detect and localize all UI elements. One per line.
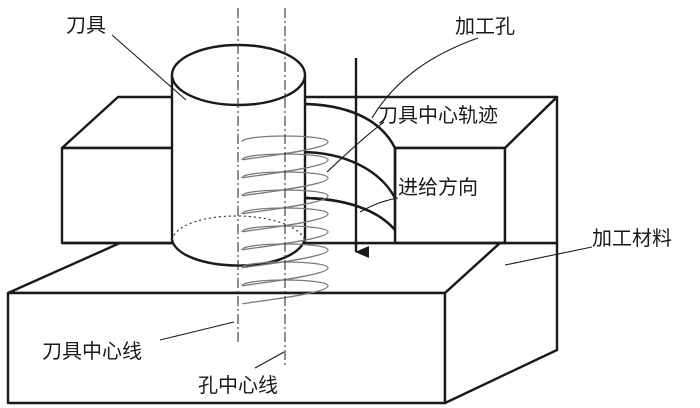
helix-turn bbox=[241, 243, 329, 269]
helix-turn bbox=[241, 135, 329, 161]
helix-turn bbox=[241, 153, 329, 179]
helix-turn bbox=[241, 171, 329, 197]
label-hole-center-line: 孔中心线 bbox=[198, 373, 278, 397]
tool-bottom-hidden-edge bbox=[171, 215, 306, 241]
label-feed-direction: 进给方向 bbox=[398, 175, 478, 199]
helix-turn bbox=[241, 207, 329, 233]
helix-turn bbox=[241, 189, 329, 215]
label-tool: 刀具 bbox=[66, 13, 106, 37]
helix-turn bbox=[241, 261, 329, 287]
label-tool-center-line: 刀具中心线 bbox=[42, 339, 142, 363]
helix-turn bbox=[241, 279, 329, 305]
helix-turn bbox=[241, 225, 329, 251]
base-right-face bbox=[443, 241, 559, 405]
label-workpiece-material: 加工材料 bbox=[592, 226, 672, 250]
label-tool-center-path: 刀具中心轨迹 bbox=[378, 103, 498, 127]
machined-hole bbox=[174, 102, 397, 245]
base-front-face bbox=[6, 291, 447, 405]
step-front-face bbox=[60, 146, 177, 245]
label-machined-hole: 加工孔 bbox=[455, 14, 515, 38]
tool-center-helix bbox=[241, 135, 329, 305]
step-right-face bbox=[503, 95, 559, 245]
leader-lines bbox=[111, 34, 593, 369]
